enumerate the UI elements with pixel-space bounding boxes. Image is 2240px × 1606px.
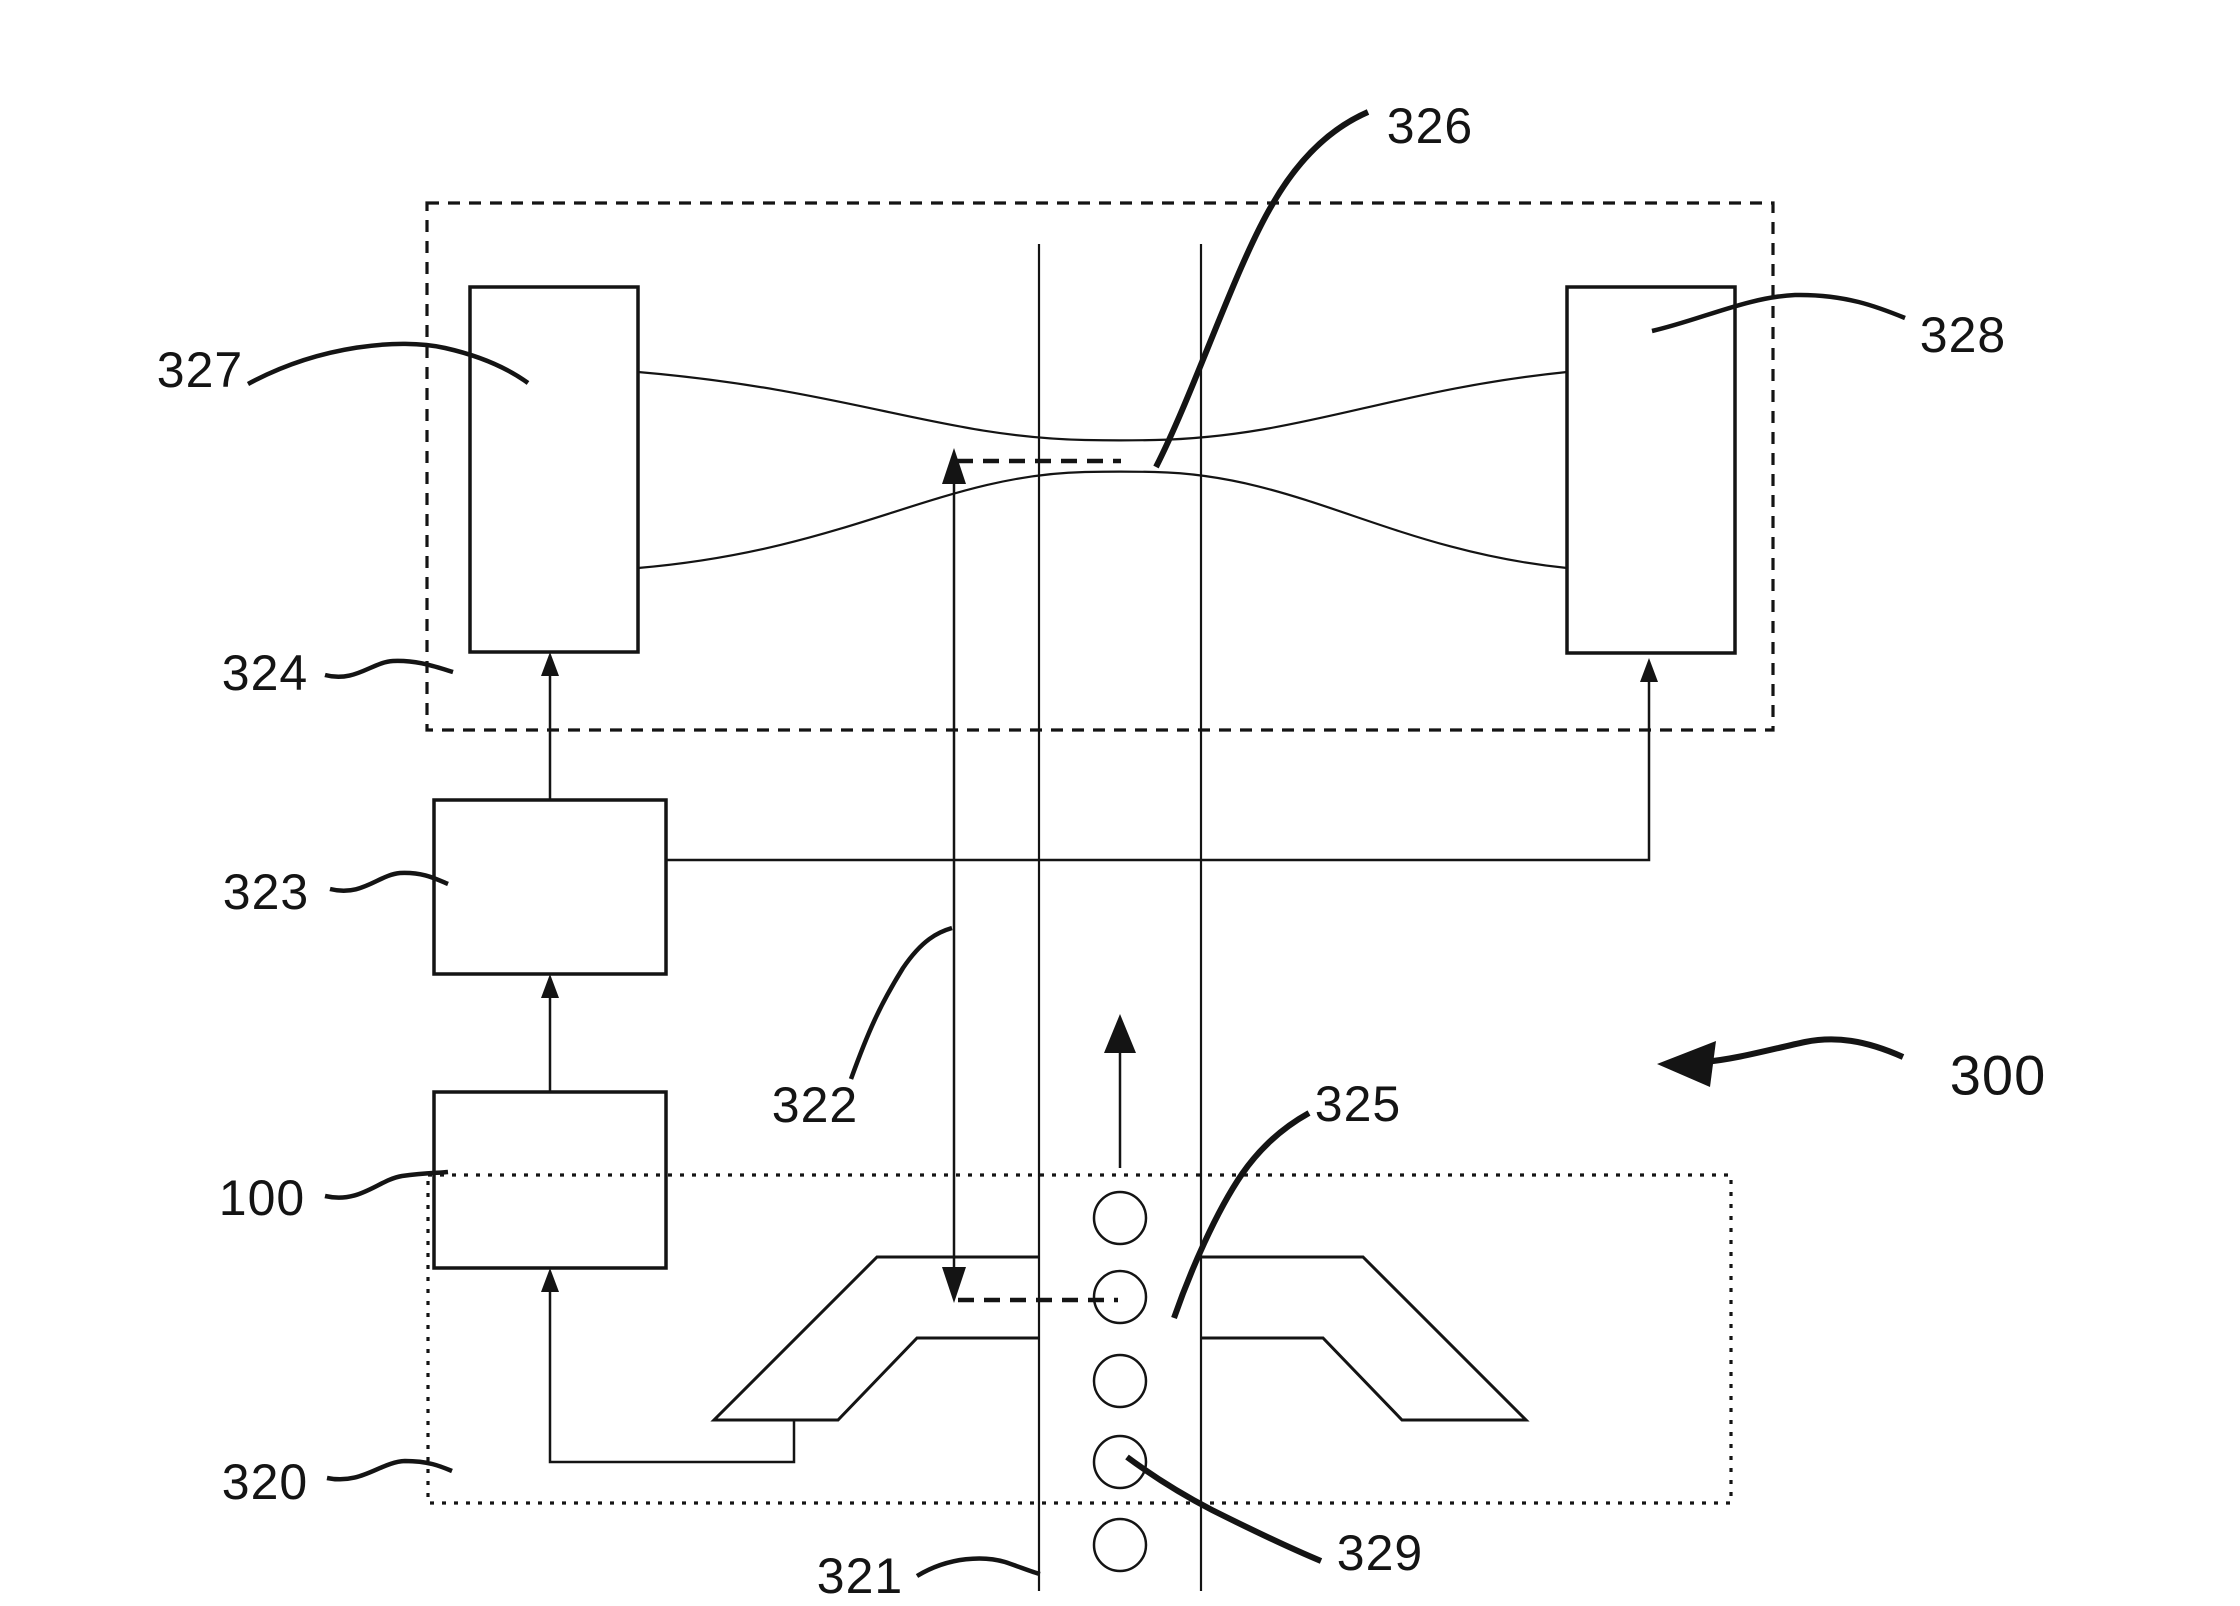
wire-323-to-327 xyxy=(541,652,559,800)
ref-label-324: 324 xyxy=(221,645,309,701)
leader-322 xyxy=(848,925,953,1080)
distance-measure-arrow xyxy=(942,448,1121,1303)
ref-label-328: 328 xyxy=(1919,307,2007,363)
wire-plates-to-100 xyxy=(541,1268,796,1464)
arrowhead-up-icon xyxy=(541,1268,559,1292)
droplet-5 xyxy=(1092,1517,1148,1573)
wire-100-to-323 xyxy=(541,974,559,1092)
arrowhead-up-icon xyxy=(541,974,559,998)
leader-323 xyxy=(329,870,449,893)
focused-beam-envelope xyxy=(637,370,1568,570)
ref-label-322: 322 xyxy=(771,1077,859,1133)
deflector-plate-left xyxy=(710,1255,1039,1422)
channel-walls xyxy=(1037,244,1203,1591)
arrowhead-up-icon xyxy=(1640,658,1658,682)
lower-dashed-enclosure xyxy=(426,1173,1733,1505)
upper-dashed-enclosure xyxy=(425,201,1775,732)
leader-324 xyxy=(324,658,454,679)
signal-box xyxy=(432,1090,668,1270)
droplet-stream xyxy=(1092,1190,1148,1573)
ref-label-325: 325 xyxy=(1314,1076,1402,1132)
ref-label-326: 326 xyxy=(1386,98,1474,154)
leader-325 xyxy=(1171,1110,1311,1319)
wire-323-to-328 xyxy=(666,658,1658,862)
ref-label-323: 323 xyxy=(222,864,310,920)
arrowhead-up-icon xyxy=(942,448,966,484)
ref-label-329: 329 xyxy=(1336,1525,1424,1581)
droplet-2 xyxy=(1092,1269,1148,1325)
ref-label-300: 300 xyxy=(1949,1043,2047,1107)
deflector-plate-right xyxy=(1201,1255,1530,1422)
droplet-4 xyxy=(1092,1434,1148,1490)
ref-label-100: 100 xyxy=(218,1170,306,1226)
arrowhead-down-icon xyxy=(942,1267,966,1303)
right-transducer-rect xyxy=(1565,285,1737,655)
ref-label-327: 327 xyxy=(156,342,244,398)
leader-lines-thin xyxy=(246,292,1906,1578)
leader-320 xyxy=(326,1458,453,1482)
leader-lines-thick xyxy=(1125,109,1370,1564)
leader-326 xyxy=(1153,109,1370,469)
apparatus-pointer-arrow xyxy=(1657,1036,1905,1087)
ref-label-321: 321 xyxy=(816,1548,904,1604)
leader-327 xyxy=(246,341,530,386)
leader-329 xyxy=(1125,1454,1323,1564)
beam-upper-curve xyxy=(637,370,1568,442)
beam-lower-curve xyxy=(637,470,1568,570)
arrowhead-up-icon xyxy=(541,652,559,676)
deflector-plates xyxy=(710,1255,1530,1422)
droplet-3 xyxy=(1092,1353,1148,1409)
controller-box xyxy=(432,798,668,976)
leader-321 xyxy=(915,1556,1041,1578)
droplet-1 xyxy=(1092,1190,1148,1246)
leader-100 xyxy=(324,1169,449,1200)
ref-label-320: 320 xyxy=(221,1454,309,1510)
flow-direction-arrow-icon xyxy=(1104,1014,1136,1168)
left-transducer-rect xyxy=(468,285,640,654)
leader-328 xyxy=(1651,292,1906,334)
arrowhead-left-icon xyxy=(1657,1041,1716,1087)
